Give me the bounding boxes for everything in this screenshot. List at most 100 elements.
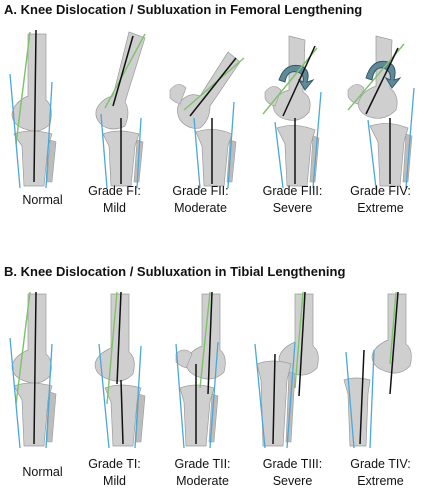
tibial-axis-line bbox=[345, 351, 355, 449]
bone-patella bbox=[347, 84, 365, 105]
panel-a-title: A. Knee Dislocation / Subluxation in Fem… bbox=[4, 2, 363, 17]
bone-tibia bbox=[343, 377, 371, 447]
tibial-axis-line bbox=[100, 113, 108, 189]
mechanical-axis-line bbox=[359, 349, 365, 445]
caption-line1: Grade TIV: bbox=[350, 457, 411, 471]
bone-femur bbox=[177, 51, 241, 129]
caption-femoral-grade-1: Grade FI: Mild bbox=[72, 183, 157, 217]
tibial-axis-line bbox=[369, 349, 375, 449]
caption-line1: Normal bbox=[22, 193, 63, 207]
caption-line2: Extreme bbox=[357, 474, 404, 488]
femoral-axis-line bbox=[15, 31, 31, 145]
mechanical-axis-line bbox=[365, 47, 399, 115]
caption-line1: Grade FIII: bbox=[262, 184, 323, 198]
tibial-axis-line bbox=[367, 119, 377, 189]
tibial-axis-line bbox=[286, 341, 296, 449]
tibial-axis-line bbox=[136, 117, 142, 189]
tibial-axis-line bbox=[209, 341, 219, 449]
figure-tibial-grade-3 bbox=[254, 284, 340, 452]
caption-line2: Mild bbox=[103, 201, 126, 215]
caption-line1: Grade FI: bbox=[88, 184, 141, 198]
bone-tibia bbox=[195, 129, 233, 187]
tibial-axis-line bbox=[134, 345, 142, 449]
caption-line1: Grade TIII: bbox=[262, 457, 323, 471]
mechanical-axis-line bbox=[298, 291, 306, 397]
caption-line1: Grade TII: bbox=[174, 457, 231, 471]
bone-tibia bbox=[104, 384, 142, 447]
panel-b-title: B. Knee Dislocation / Subluxation in Tib… bbox=[4, 264, 346, 279]
bone-femur bbox=[11, 33, 52, 132]
caption-tibial-grade-3: Grade TIII: Severe bbox=[250, 456, 335, 490]
mechanical-axis-line bbox=[116, 291, 122, 385]
mechanical-axis-line bbox=[33, 29, 37, 183]
caption-tibial-grade-4: Grade TIV: Extreme bbox=[338, 456, 423, 490]
caption-line1: Grade FII: bbox=[172, 184, 229, 198]
femoral-axis-line bbox=[199, 291, 211, 389]
femoral-axis-line bbox=[294, 291, 304, 389]
caption-line2: Severe bbox=[272, 201, 313, 215]
caption-line2: Severe bbox=[272, 474, 313, 488]
femoral-axis-line bbox=[104, 33, 146, 109]
mechanical-axis-line bbox=[112, 35, 134, 107]
mechanical-axis-line bbox=[33, 291, 37, 445]
tibial-axis-line bbox=[312, 91, 322, 189]
figure-femoral-grade-4 bbox=[340, 22, 425, 192]
caption-line1: Grade TI: bbox=[88, 457, 141, 471]
caption-femoral-grade-2: Grade FII: Moderate bbox=[158, 183, 243, 217]
bone-patella bbox=[264, 86, 282, 107]
figure-tibial-normal bbox=[0, 284, 85, 452]
caption-tibial-grade-1: Grade TI: Mild bbox=[72, 456, 157, 490]
femoral-axis-line bbox=[183, 57, 245, 111]
figure-femoral-grade-2 bbox=[169, 22, 255, 192]
tibial-axis-line bbox=[45, 81, 53, 189]
rotation-arrow-icon bbox=[278, 64, 315, 91]
femoral-axis-line bbox=[15, 291, 31, 405]
caption-line2: Moderate bbox=[176, 474, 229, 488]
mechanical-axis-line bbox=[120, 379, 124, 445]
figure-tibial-grade-2 bbox=[170, 284, 255, 452]
tibial-axis-line bbox=[274, 121, 284, 189]
mechanical-axis-line bbox=[389, 291, 399, 395]
tibial-axis-line bbox=[9, 337, 21, 449]
caption-line1: Grade FIV: bbox=[350, 184, 411, 198]
tibial-axis-line bbox=[98, 343, 110, 449]
tibial-axis-line bbox=[227, 101, 235, 189]
mechanical-axis-line bbox=[207, 291, 213, 395]
mechanical-axis-line bbox=[189, 57, 237, 117]
caption-femoral-grade-3: Grade FIII: Severe bbox=[250, 183, 335, 217]
tibial-axis-line bbox=[405, 87, 415, 189]
caption-femoral-normal: Normal bbox=[0, 192, 85, 209]
figure-tibial-grade-4 bbox=[340, 284, 425, 452]
tibial-axis-line bbox=[9, 73, 21, 189]
bone-patella bbox=[169, 84, 187, 105]
bone-tibia bbox=[13, 130, 57, 187]
caption-tibial-grade-2: Grade TII: Moderate bbox=[160, 456, 245, 490]
figure-femoral-grade-1 bbox=[85, 22, 170, 192]
figure-femoral-grade-3 bbox=[255, 22, 340, 192]
tibial-axis-line bbox=[175, 343, 185, 449]
caption-femoral-grade-4: Grade FIV: Extreme bbox=[338, 183, 423, 217]
mechanical-axis-line bbox=[282, 45, 316, 117]
caption-line2: Extreme bbox=[357, 201, 404, 215]
figure-tibial-grade-1 bbox=[85, 284, 170, 452]
bone-tibia bbox=[13, 382, 53, 447]
femoral-axis-line bbox=[389, 291, 397, 365]
tibial-axis-line bbox=[254, 343, 266, 449]
figure-femoral-normal bbox=[0, 22, 85, 192]
rotation-arrow-icon bbox=[365, 60, 402, 89]
caption-line2: Moderate bbox=[174, 201, 227, 215]
bone-femur bbox=[371, 293, 412, 374]
mechanical-axis-line bbox=[272, 353, 276, 445]
caption-tibial-normal: Normal bbox=[0, 464, 85, 481]
femoral-axis-line bbox=[262, 47, 318, 115]
bone-femur bbox=[11, 293, 52, 384]
femoral-axis-line bbox=[106, 291, 118, 405]
caption-line1: Normal bbox=[22, 465, 63, 479]
bone-femur bbox=[94, 293, 135, 382]
tibial-axis-line bbox=[45, 343, 53, 449]
bone-tibia bbox=[369, 123, 409, 187]
bone-tibia bbox=[179, 384, 215, 447]
caption-line2: Mild bbox=[103, 474, 126, 488]
tibial-axis-line bbox=[193, 117, 201, 189]
bone-tibia bbox=[276, 125, 316, 187]
